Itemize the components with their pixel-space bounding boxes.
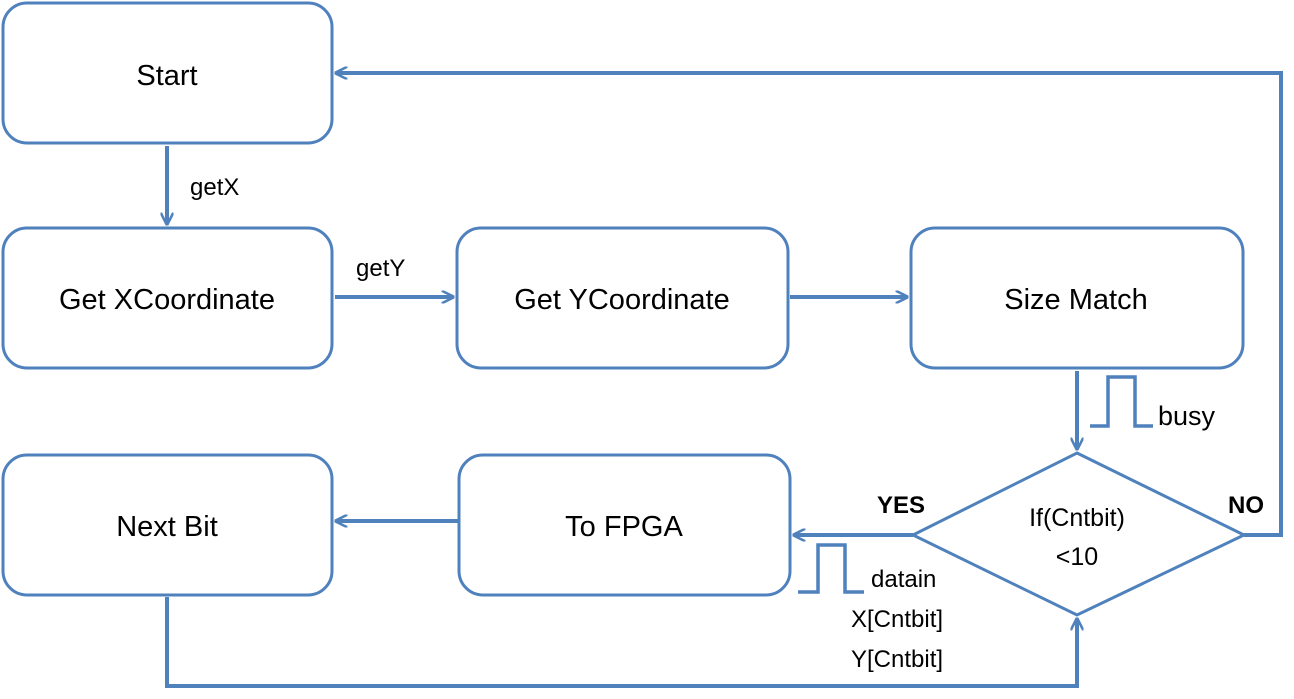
get-x-node — [1, 226, 334, 370]
edge-next-bit-to-decision — [165, 597, 1077, 688]
size-match-node — [909, 226, 1245, 370]
decision-line1: If(Cntbit) — [1029, 504, 1125, 532]
y-cntbit-label: Y[Cntbit] — [851, 646, 943, 673]
start-node — [1, 1, 334, 145]
yes-label: YES — [877, 492, 925, 519]
get-y-node — [455, 226, 790, 370]
get-x-label: Get XCoordinate — [59, 284, 275, 316]
get-y-label: Get YCoordinate — [514, 284, 730, 316]
next-bit-label: Next Bit — [116, 511, 218, 543]
busy-pulse-icon — [1090, 375, 1153, 428]
x-cntbit-label: X[Cntbit] — [851, 606, 943, 633]
edge-no-loop-to-start — [336, 73, 1283, 537]
datain-pulse-icon — [798, 543, 864, 594]
size-match-label: Size Match — [1004, 284, 1147, 316]
decision-line2: <10 — [1056, 543, 1098, 571]
busy-label: busy — [1158, 401, 1216, 431]
next-bit-node — [1, 453, 334, 597]
to-fpga-node — [457, 453, 792, 597]
decision-node — [909, 451, 1248, 617]
no-label: NO — [1228, 492, 1264, 519]
start-label: Start — [136, 60, 197, 92]
gety-label: getY — [356, 255, 405, 282]
getx-label: getX — [190, 174, 239, 201]
to-fpga-label: To FPGA — [565, 511, 683, 543]
datain-label: datain — [871, 566, 936, 593]
